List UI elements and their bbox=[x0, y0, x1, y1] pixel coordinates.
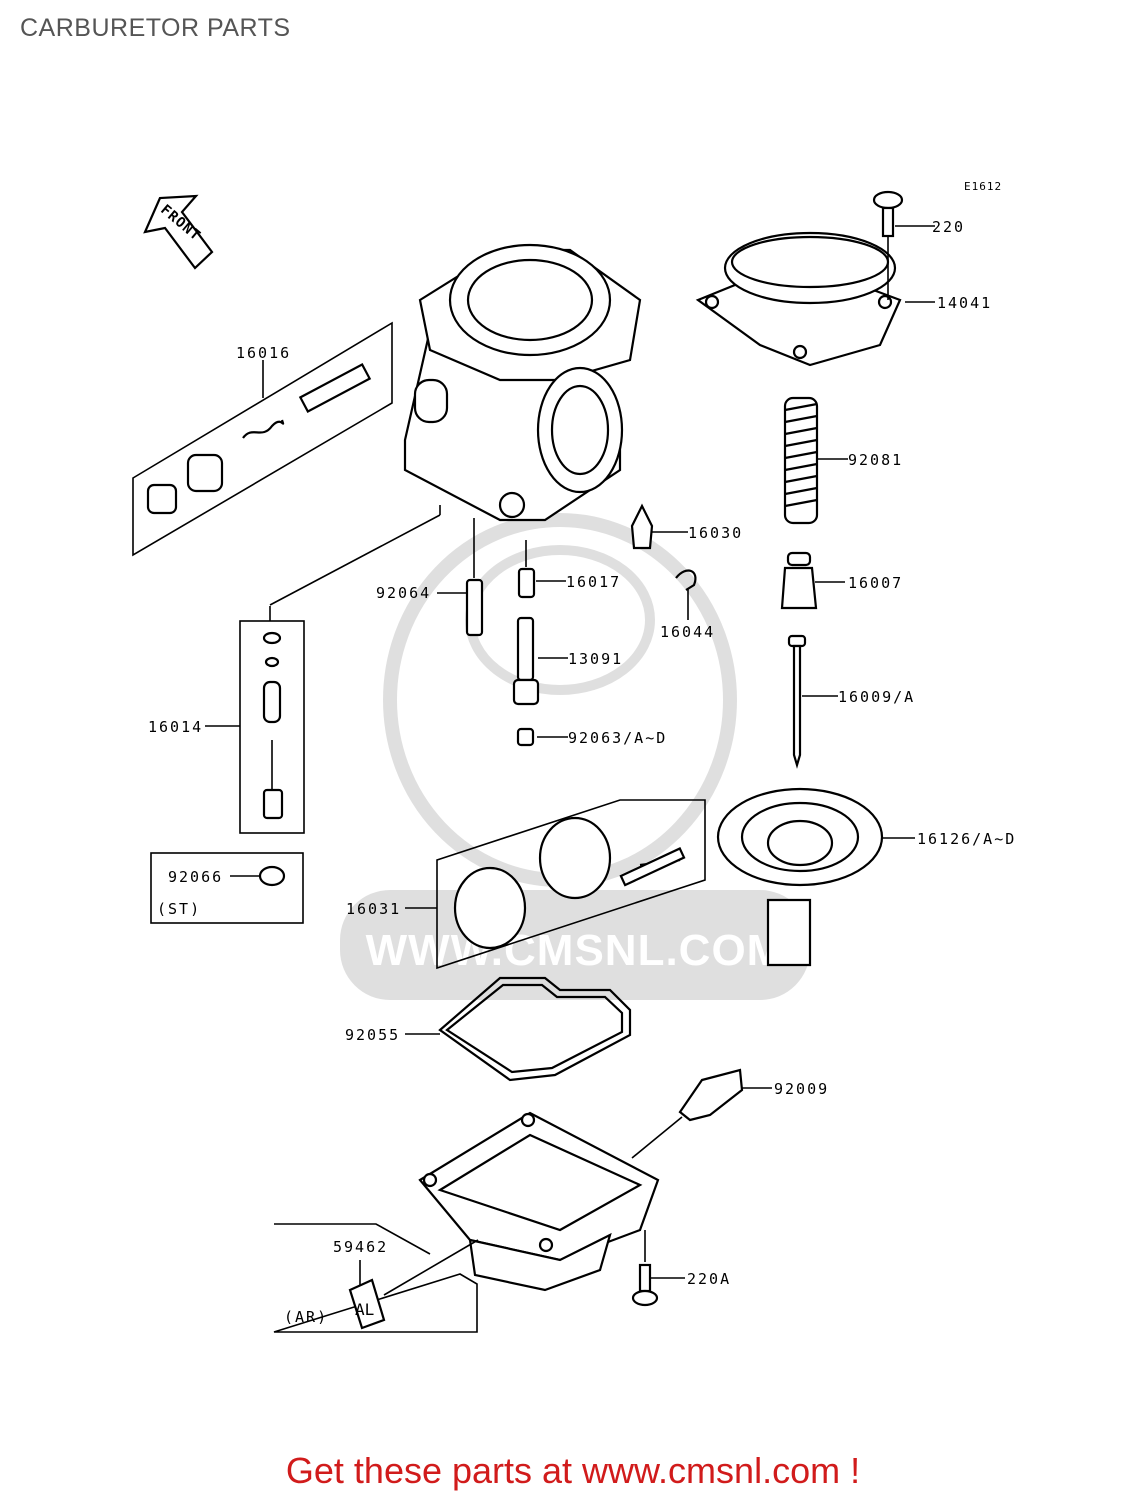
part-label-92064: 92064 bbox=[376, 584, 431, 602]
page-title: CARBURETOR PARTS bbox=[20, 14, 291, 42]
part-16014-components bbox=[262, 631, 284, 820]
part-220A-screw bbox=[631, 1263, 659, 1307]
part-16014-box bbox=[239, 620, 305, 834]
part-16017-jet bbox=[517, 567, 536, 599]
part-label-220: 220 bbox=[932, 218, 965, 236]
part-label-16007: 16007 bbox=[848, 574, 903, 592]
part-16009-needle bbox=[787, 634, 807, 769]
part-92009-screw bbox=[678, 1068, 744, 1122]
note-st: (ST) bbox=[157, 900, 201, 918]
carburetor-body bbox=[403, 243, 642, 522]
part-label-16030: 16030 bbox=[688, 524, 743, 542]
part-label-92066: 92066 bbox=[168, 868, 223, 886]
note-ar: (AR) bbox=[284, 1308, 328, 1326]
part-16031-box bbox=[436, 799, 706, 970]
part-92064-jet bbox=[465, 578, 484, 637]
diagram-ref: E1612 bbox=[964, 180, 1002, 193]
part-label-92055: 92055 bbox=[345, 1026, 400, 1044]
part-92081-spring bbox=[783, 396, 819, 525]
part-92055-gasket bbox=[438, 976, 632, 1082]
part-label-16009: 16009/A bbox=[838, 688, 915, 706]
part-13091-emulsion-tube bbox=[512, 616, 540, 706]
part-92063-main-jet bbox=[516, 727, 535, 747]
part-220-screw bbox=[872, 190, 904, 238]
part-label-92081: 92081 bbox=[848, 451, 903, 469]
part-label-16014: 16014 bbox=[148, 718, 203, 736]
part-14041-top-cover bbox=[695, 231, 902, 367]
part-label-16031: 16031 bbox=[346, 900, 401, 918]
part-92066-box bbox=[150, 852, 304, 924]
cta-link[interactable]: Get these parts at www.cmsnl.com ! bbox=[285, 1450, 861, 1491]
part-label-13091: 13091 bbox=[568, 650, 623, 668]
part-label-16044: 16044 bbox=[660, 623, 715, 641]
part-16007-holder bbox=[780, 551, 818, 610]
part-label-16016: 16016 bbox=[236, 344, 291, 362]
watermark-text: WWW.CMSNL.COM bbox=[366, 926, 785, 975]
part-59462-tag: AL bbox=[348, 1278, 386, 1330]
part-label-14041: 14041 bbox=[937, 294, 992, 312]
part-label-220A: 220A bbox=[687, 1270, 731, 1288]
part-label-16126: 16126/A~D bbox=[917, 830, 1016, 848]
part-16031-choke bbox=[453, 816, 686, 950]
part-16030-needle-valve bbox=[630, 503, 654, 550]
part-59462-box bbox=[273, 1223, 478, 1333]
front-arrow-icon: FRONT bbox=[143, 194, 214, 270]
part-label-16017: 16017 bbox=[566, 573, 621, 591]
part-92066-cap bbox=[258, 865, 286, 887]
part-16044-clip bbox=[675, 569, 697, 591]
float-bowl bbox=[418, 1111, 660, 1292]
part-label-92009: 92009 bbox=[774, 1080, 829, 1098]
part-16126-diaphragm bbox=[716, 787, 884, 967]
part-label-59462: 59462 bbox=[333, 1238, 388, 1256]
tag-al: AL bbox=[355, 1300, 374, 1319]
part-16016-components bbox=[146, 363, 372, 515]
part-16016-box bbox=[132, 321, 393, 557]
part-label-92063: 92063/A~D bbox=[568, 729, 667, 747]
